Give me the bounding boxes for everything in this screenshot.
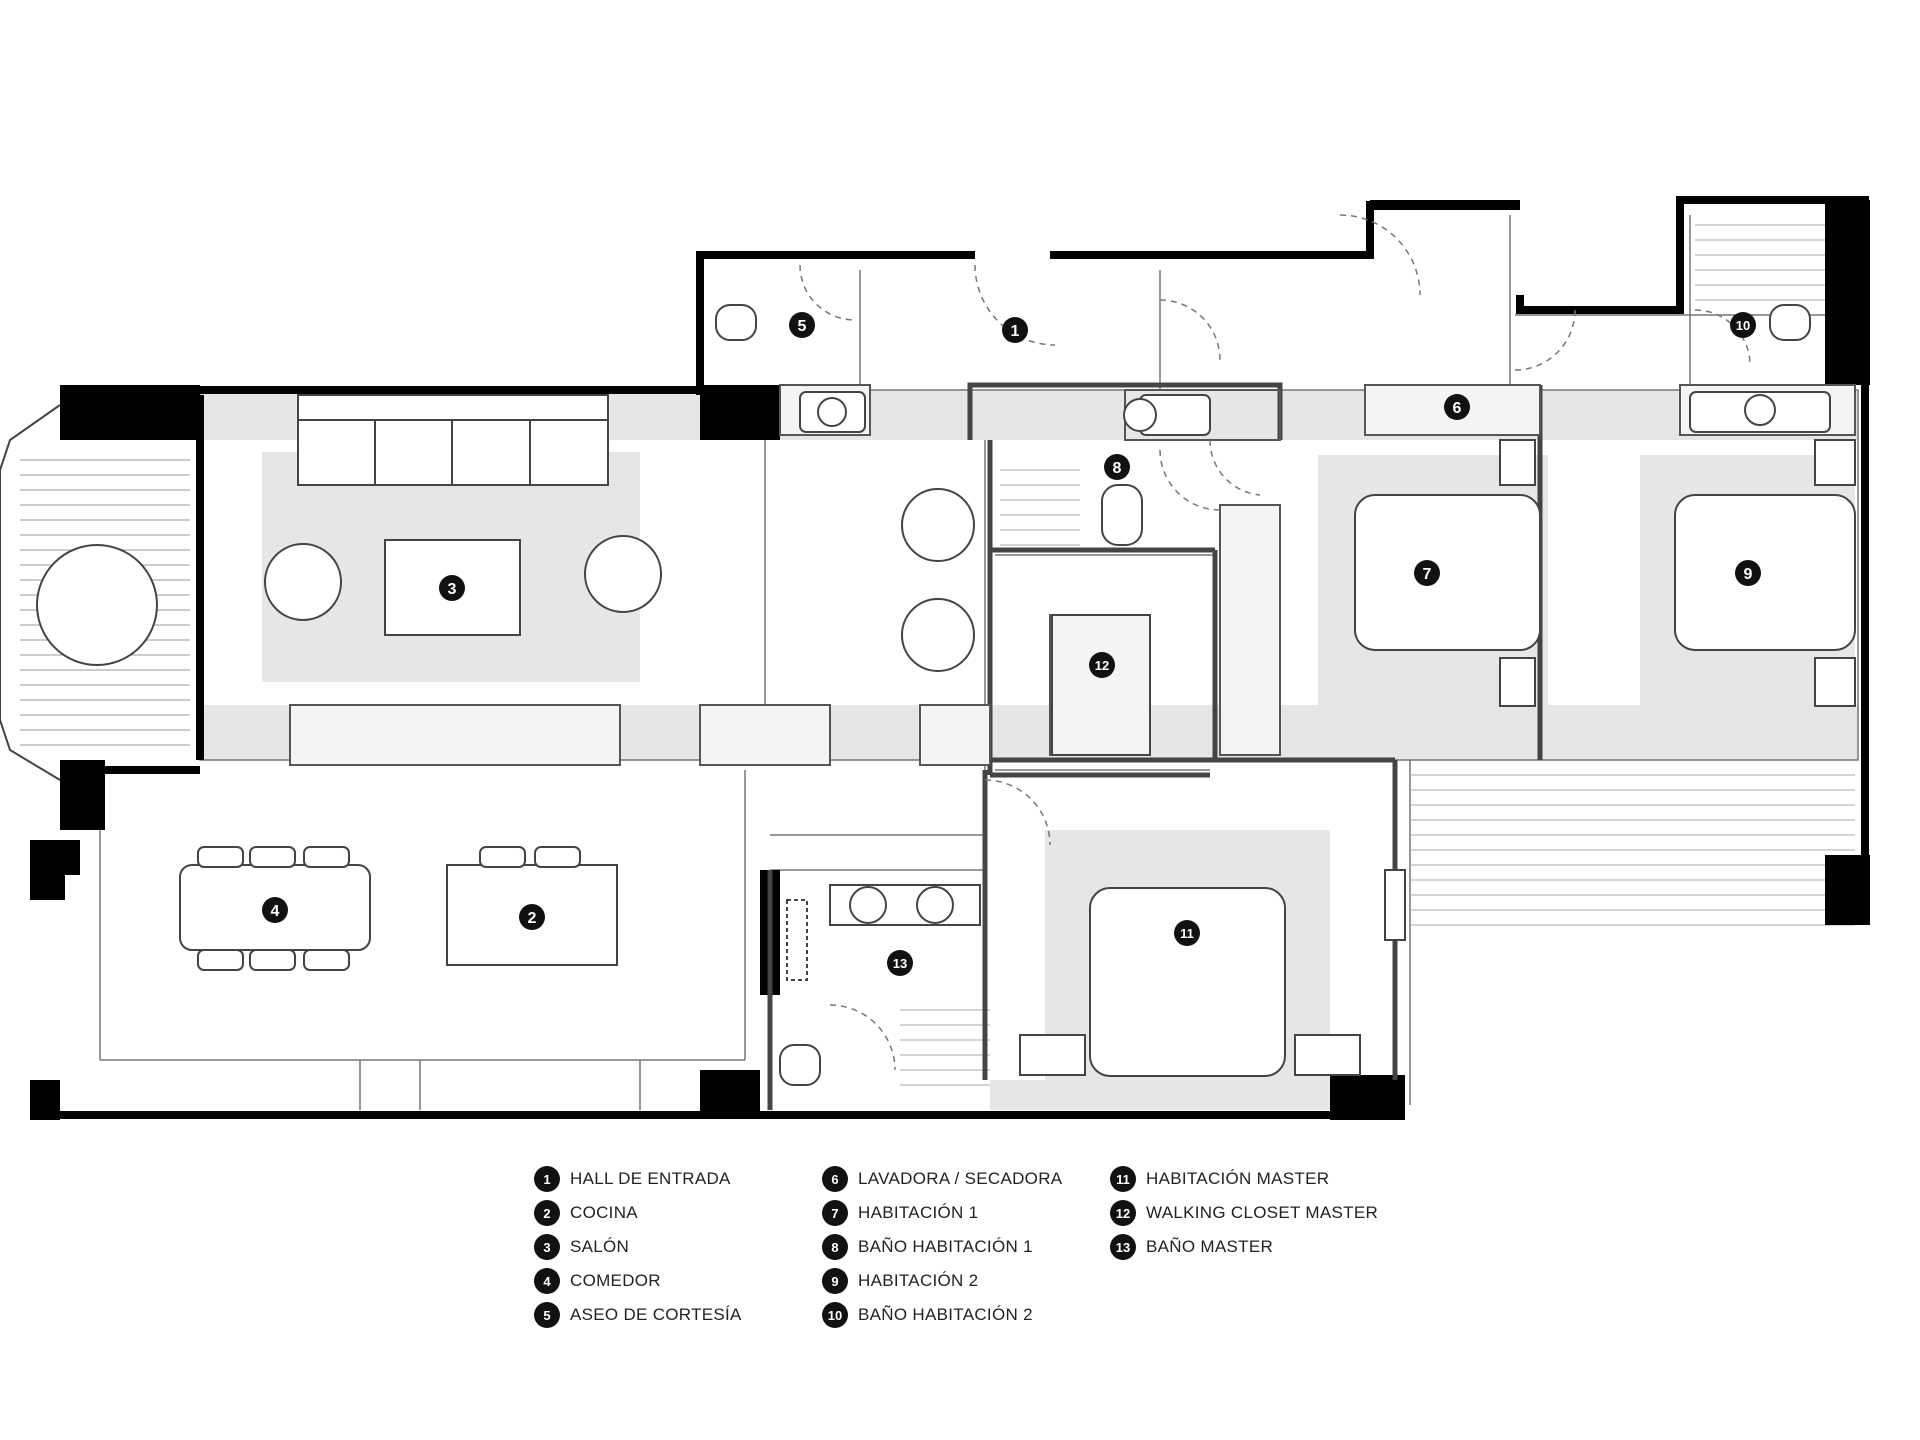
legend-number: 9 (822, 1268, 848, 1294)
legend-label: BAÑO MASTER (1146, 1237, 1274, 1256)
svg-text:12: 12 (1095, 658, 1109, 673)
svg-text:7: 7 (1423, 566, 1432, 583)
room-marker-7: 7 (1414, 560, 1440, 586)
legend-label: COMEDOR (570, 1271, 661, 1290)
legend-number: 11 (1110, 1166, 1136, 1192)
svg-text:6: 6 (1453, 400, 1462, 417)
legend-label: LAVADORA / SECADORA (858, 1169, 1063, 1188)
room-marker-2: 2 (519, 904, 545, 930)
legend-number: 6 (822, 1166, 848, 1192)
legend-item: 8 BAÑO HABITACIÓN 1 (822, 1230, 1062, 1264)
legend-number: 8 (822, 1234, 848, 1260)
room-marker-4: 4 (262, 897, 288, 923)
legend-item: 11 HABITACIÓN MASTER (1110, 1162, 1378, 1196)
legend-label: HABITACIÓN MASTER (1146, 1169, 1330, 1188)
legend-label: HALL DE ENTRADA (570, 1169, 731, 1188)
legend-number: 2 (534, 1200, 560, 1226)
legend-number: 5 (534, 1302, 560, 1328)
balcony-outline (0, 404, 61, 781)
svg-text:8: 8 (1113, 460, 1122, 477)
legend-number: 1 (534, 1166, 560, 1192)
svg-text:11: 11 (1180, 926, 1194, 941)
legend-number: 10 (822, 1302, 848, 1328)
room-marker-1: 1 (1002, 317, 1028, 343)
legend-number: 13 (1110, 1234, 1136, 1260)
svg-text:1: 1 (1011, 323, 1020, 340)
room-markers: 1 2 3 4 5 6 7 8 9 10 11 12 13 (262, 312, 1761, 976)
legend-number: 7 (822, 1200, 848, 1226)
room-marker-11: 11 (1174, 920, 1200, 946)
legend-item: 10 BAÑO HABITACIÓN 2 (822, 1298, 1062, 1332)
legend-item: 13 BAÑO MASTER (1110, 1230, 1378, 1264)
legend-label: WALKING CLOSET MASTER (1146, 1203, 1379, 1222)
legend-column-3: 11 HABITACIÓN MASTER 12 WALKING CLOSET MAS… (1110, 1162, 1378, 1264)
legend-item: 2 COCINA (534, 1196, 742, 1230)
room-marker-5: 5 (789, 312, 815, 338)
legend-label: BAÑO HABITACIÓN 1 (858, 1237, 1033, 1256)
legend-column-1: 1 HALL DE ENTRADA 2 COCINA 3 SALÓN 4 COMEDOR… (534, 1162, 742, 1332)
svg-text:3: 3 (448, 581, 457, 598)
room-marker-10: 10 (1730, 312, 1756, 338)
room-marker-6: 6 (1444, 394, 1470, 420)
legend-item: 5 ASEO DE CORTESÍA (534, 1298, 742, 1332)
legend-label: COCINA (570, 1203, 638, 1222)
legend-item: 12 WALKING CLOSET MASTER (1110, 1196, 1378, 1230)
svg-text:10: 10 (1736, 318, 1750, 333)
legend-label: ASEO DE CORTESÍA (570, 1305, 742, 1324)
legend-item: 3 SALÓN (534, 1230, 742, 1264)
terrace-hatching (1410, 774, 1855, 926)
legend-item: 6 LAVADORA / SECADORA (822, 1162, 1062, 1196)
legend-number: 12 (1110, 1200, 1136, 1226)
svg-text:13: 13 (893, 956, 907, 971)
room-marker-13: 13 (887, 950, 913, 976)
room-marker-3: 3 (439, 575, 465, 601)
legend-item: 7 HABITACIÓN 1 (822, 1196, 1062, 1230)
legend-label: BAÑO HABITACIÓN 2 (858, 1305, 1033, 1324)
svg-text:2: 2 (528, 910, 537, 927)
doors (799, 214, 1751, 1071)
room-marker-8: 8 (1104, 454, 1130, 480)
legend-item: 9 HABITACIÓN 2 (822, 1264, 1062, 1298)
legend-item: 1 HALL DE ENTRADA (534, 1162, 742, 1196)
legend-label: SALÓN (570, 1237, 630, 1256)
svg-text:5: 5 (798, 318, 807, 335)
legend-label: HABITACIÓN 1 (858, 1203, 979, 1222)
legend-item: 4 COMEDOR (534, 1264, 742, 1298)
room-marker-9: 9 (1735, 560, 1761, 586)
bath-hatching (900, 224, 1825, 1086)
svg-text:9: 9 (1744, 566, 1753, 583)
svg-text:4: 4 (271, 903, 280, 920)
legend-number: 4 (534, 1268, 560, 1294)
room-marker-12: 12 (1089, 652, 1115, 678)
legend-number: 3 (534, 1234, 560, 1260)
legend-label: HABITACIÓN 2 (858, 1271, 979, 1290)
